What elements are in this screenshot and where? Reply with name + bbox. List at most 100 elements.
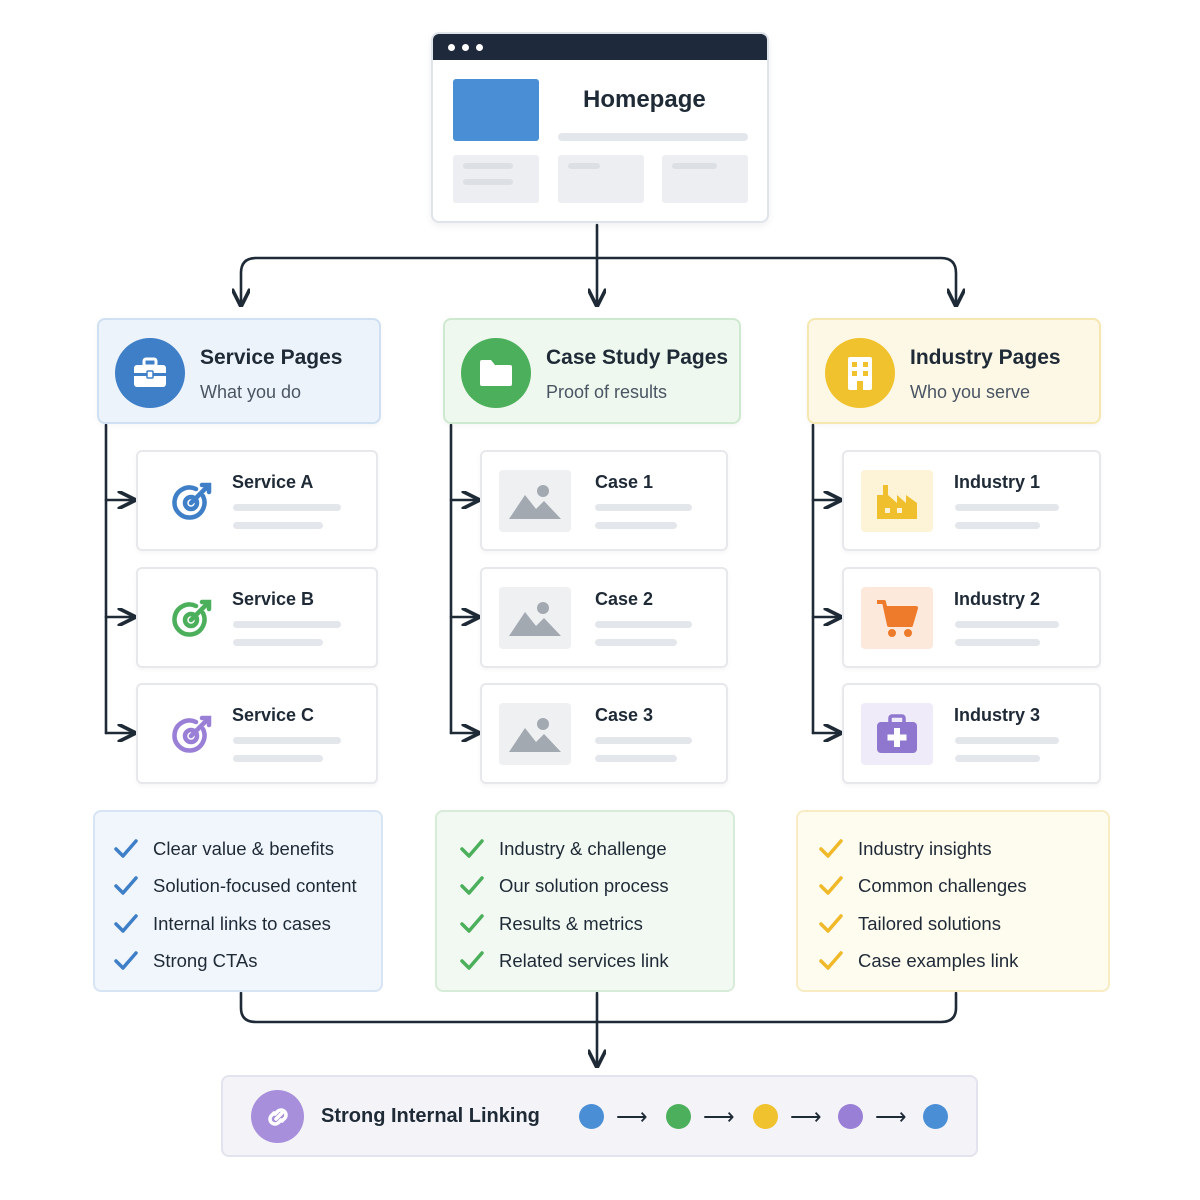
flow-dot — [666, 1104, 691, 1129]
page-card-case-3[interactable]: Case 3 — [480, 683, 728, 784]
banner-title: Strong Internal Linking — [321, 1105, 540, 1127]
check-icon — [460, 876, 484, 895]
checklist-text: Common challenges — [858, 875, 1027, 896]
card-label: Case 1 — [595, 472, 654, 492]
text-placeholder — [233, 755, 323, 762]
text-placeholder — [955, 755, 1040, 762]
text-placeholder — [955, 639, 1040, 646]
check-icon — [819, 951, 843, 970]
card-label: Industry 3 — [954, 705, 1041, 725]
check-icon — [819, 839, 843, 858]
page-card-industry-3[interactable]: Industry 3 — [842, 683, 1101, 784]
checklist-text: Tailored solutions — [858, 913, 1001, 934]
text-placeholder — [595, 737, 692, 744]
category-subtitle: Proof of results — [546, 382, 668, 402]
checklist-text: Results & metrics — [499, 913, 643, 934]
text-placeholder — [955, 621, 1059, 628]
checklist-item: Strong CTAs — [113, 946, 258, 976]
target-icon — [156, 703, 228, 765]
checklist-item: Tailored solutions — [818, 909, 1001, 939]
check-icon — [460, 839, 484, 858]
internal-linking-banner: Strong Internal Linking ⟶ ⟶ ⟶ ⟶ — [221, 1075, 978, 1157]
flow-dot — [753, 1104, 778, 1129]
checklist-item: Our solution process — [459, 871, 669, 901]
check-icon — [819, 876, 843, 895]
checklist-item: Solution-focused content — [113, 871, 357, 901]
page-card-industry-2[interactable]: Industry 2 — [842, 567, 1101, 668]
page-card-case-2[interactable]: Case 2 — [480, 567, 728, 668]
checklist-text: Strong CTAs — [153, 950, 258, 971]
text-placeholder — [595, 621, 692, 628]
target-icon — [156, 470, 228, 532]
text-placeholder — [595, 639, 677, 646]
checklist-item: Results & metrics — [459, 909, 643, 939]
checklist-item: Case examples link — [818, 946, 1018, 976]
checklist-service: Clear value & benefits Solution-focused … — [93, 810, 383, 992]
category-title: Service Pages — [200, 346, 343, 369]
checklist-text: Industry & challenge — [499, 838, 667, 859]
page-card-service-b[interactable]: Service B — [136, 567, 378, 668]
page-card-industry-1[interactable]: Industry 1 — [842, 450, 1101, 551]
category-industry-pages[interactable]: Industry Pages Who you serve — [807, 318, 1101, 424]
check-icon — [460, 951, 484, 970]
flow-dot — [579, 1104, 604, 1129]
image-icon — [499, 703, 571, 765]
target-icon — [156, 587, 228, 649]
category-case-study-pages[interactable]: Case Study Pages Proof of results — [443, 318, 741, 424]
flow-dot — [838, 1104, 863, 1129]
text-placeholder — [463, 179, 513, 185]
medical-kit-icon — [861, 703, 933, 765]
text-placeholder — [233, 504, 341, 511]
text-placeholder — [233, 522, 323, 529]
page-card-service-c[interactable]: Service C — [136, 683, 378, 784]
check-icon — [114, 951, 138, 970]
checklist-item: Related services link — [459, 946, 669, 976]
text-placeholder — [463, 163, 513, 169]
checklist-item: Clear value & benefits — [113, 834, 334, 864]
checklist-case-study: Industry & challenge Our solution proces… — [435, 810, 735, 992]
arrow-right-icon: ⟶ — [616, 1104, 648, 1129]
checklist-text: Clear value & benefits — [153, 838, 334, 859]
window-dot — [448, 44, 455, 51]
text-placeholder — [595, 504, 692, 511]
homepage-mockup[interactable]: Homepage — [431, 32, 769, 223]
card-label: Service B — [232, 589, 315, 609]
text-placeholder — [568, 163, 600, 169]
checklist-text: Related services link — [499, 950, 669, 971]
arrow-right-icon: ⟶ — [790, 1104, 822, 1129]
category-title: Industry Pages — [910, 346, 1061, 369]
image-icon — [499, 470, 571, 532]
checklist-text: Case examples link — [858, 950, 1019, 971]
factory-icon — [861, 470, 933, 532]
homepage-title: Homepage — [583, 86, 706, 113]
category-title: Case Study Pages — [546, 346, 729, 369]
page-card-service-a[interactable]: Service A — [136, 450, 378, 551]
text-placeholder — [233, 737, 341, 744]
card-label: Case 2 — [595, 589, 654, 609]
briefcase-icon — [115, 338, 185, 408]
checklist-item: Common challenges — [818, 871, 1027, 901]
category-subtitle: What you do — [200, 382, 302, 402]
text-placeholder — [233, 621, 341, 628]
text-placeholder — [672, 163, 717, 169]
text-placeholder — [558, 133, 748, 141]
checklist-item: Industry & challenge — [459, 834, 667, 864]
flow-dot — [923, 1104, 948, 1129]
building-icon — [825, 338, 895, 408]
window-dot — [462, 44, 469, 51]
checklist-item: Internal links to cases — [113, 909, 331, 939]
category-service-pages[interactable]: Service Pages What you do — [97, 318, 381, 424]
checklist-item: Industry insights — [818, 834, 992, 864]
card-label: Case 3 — [595, 705, 654, 725]
card-label: Industry 1 — [954, 472, 1041, 492]
checklist-industry: Industry insights Common challenges Tail… — [796, 810, 1110, 992]
check-icon — [114, 876, 138, 895]
folder-icon — [461, 338, 531, 408]
text-placeholder — [595, 755, 677, 762]
checklist-text: Internal links to cases — [153, 913, 331, 934]
page-card-case-1[interactable]: Case 1 — [480, 450, 728, 551]
window-dot — [476, 44, 483, 51]
checklist-text: Solution-focused content — [153, 875, 357, 896]
text-placeholder — [595, 522, 677, 529]
text-placeholder — [955, 737, 1059, 744]
